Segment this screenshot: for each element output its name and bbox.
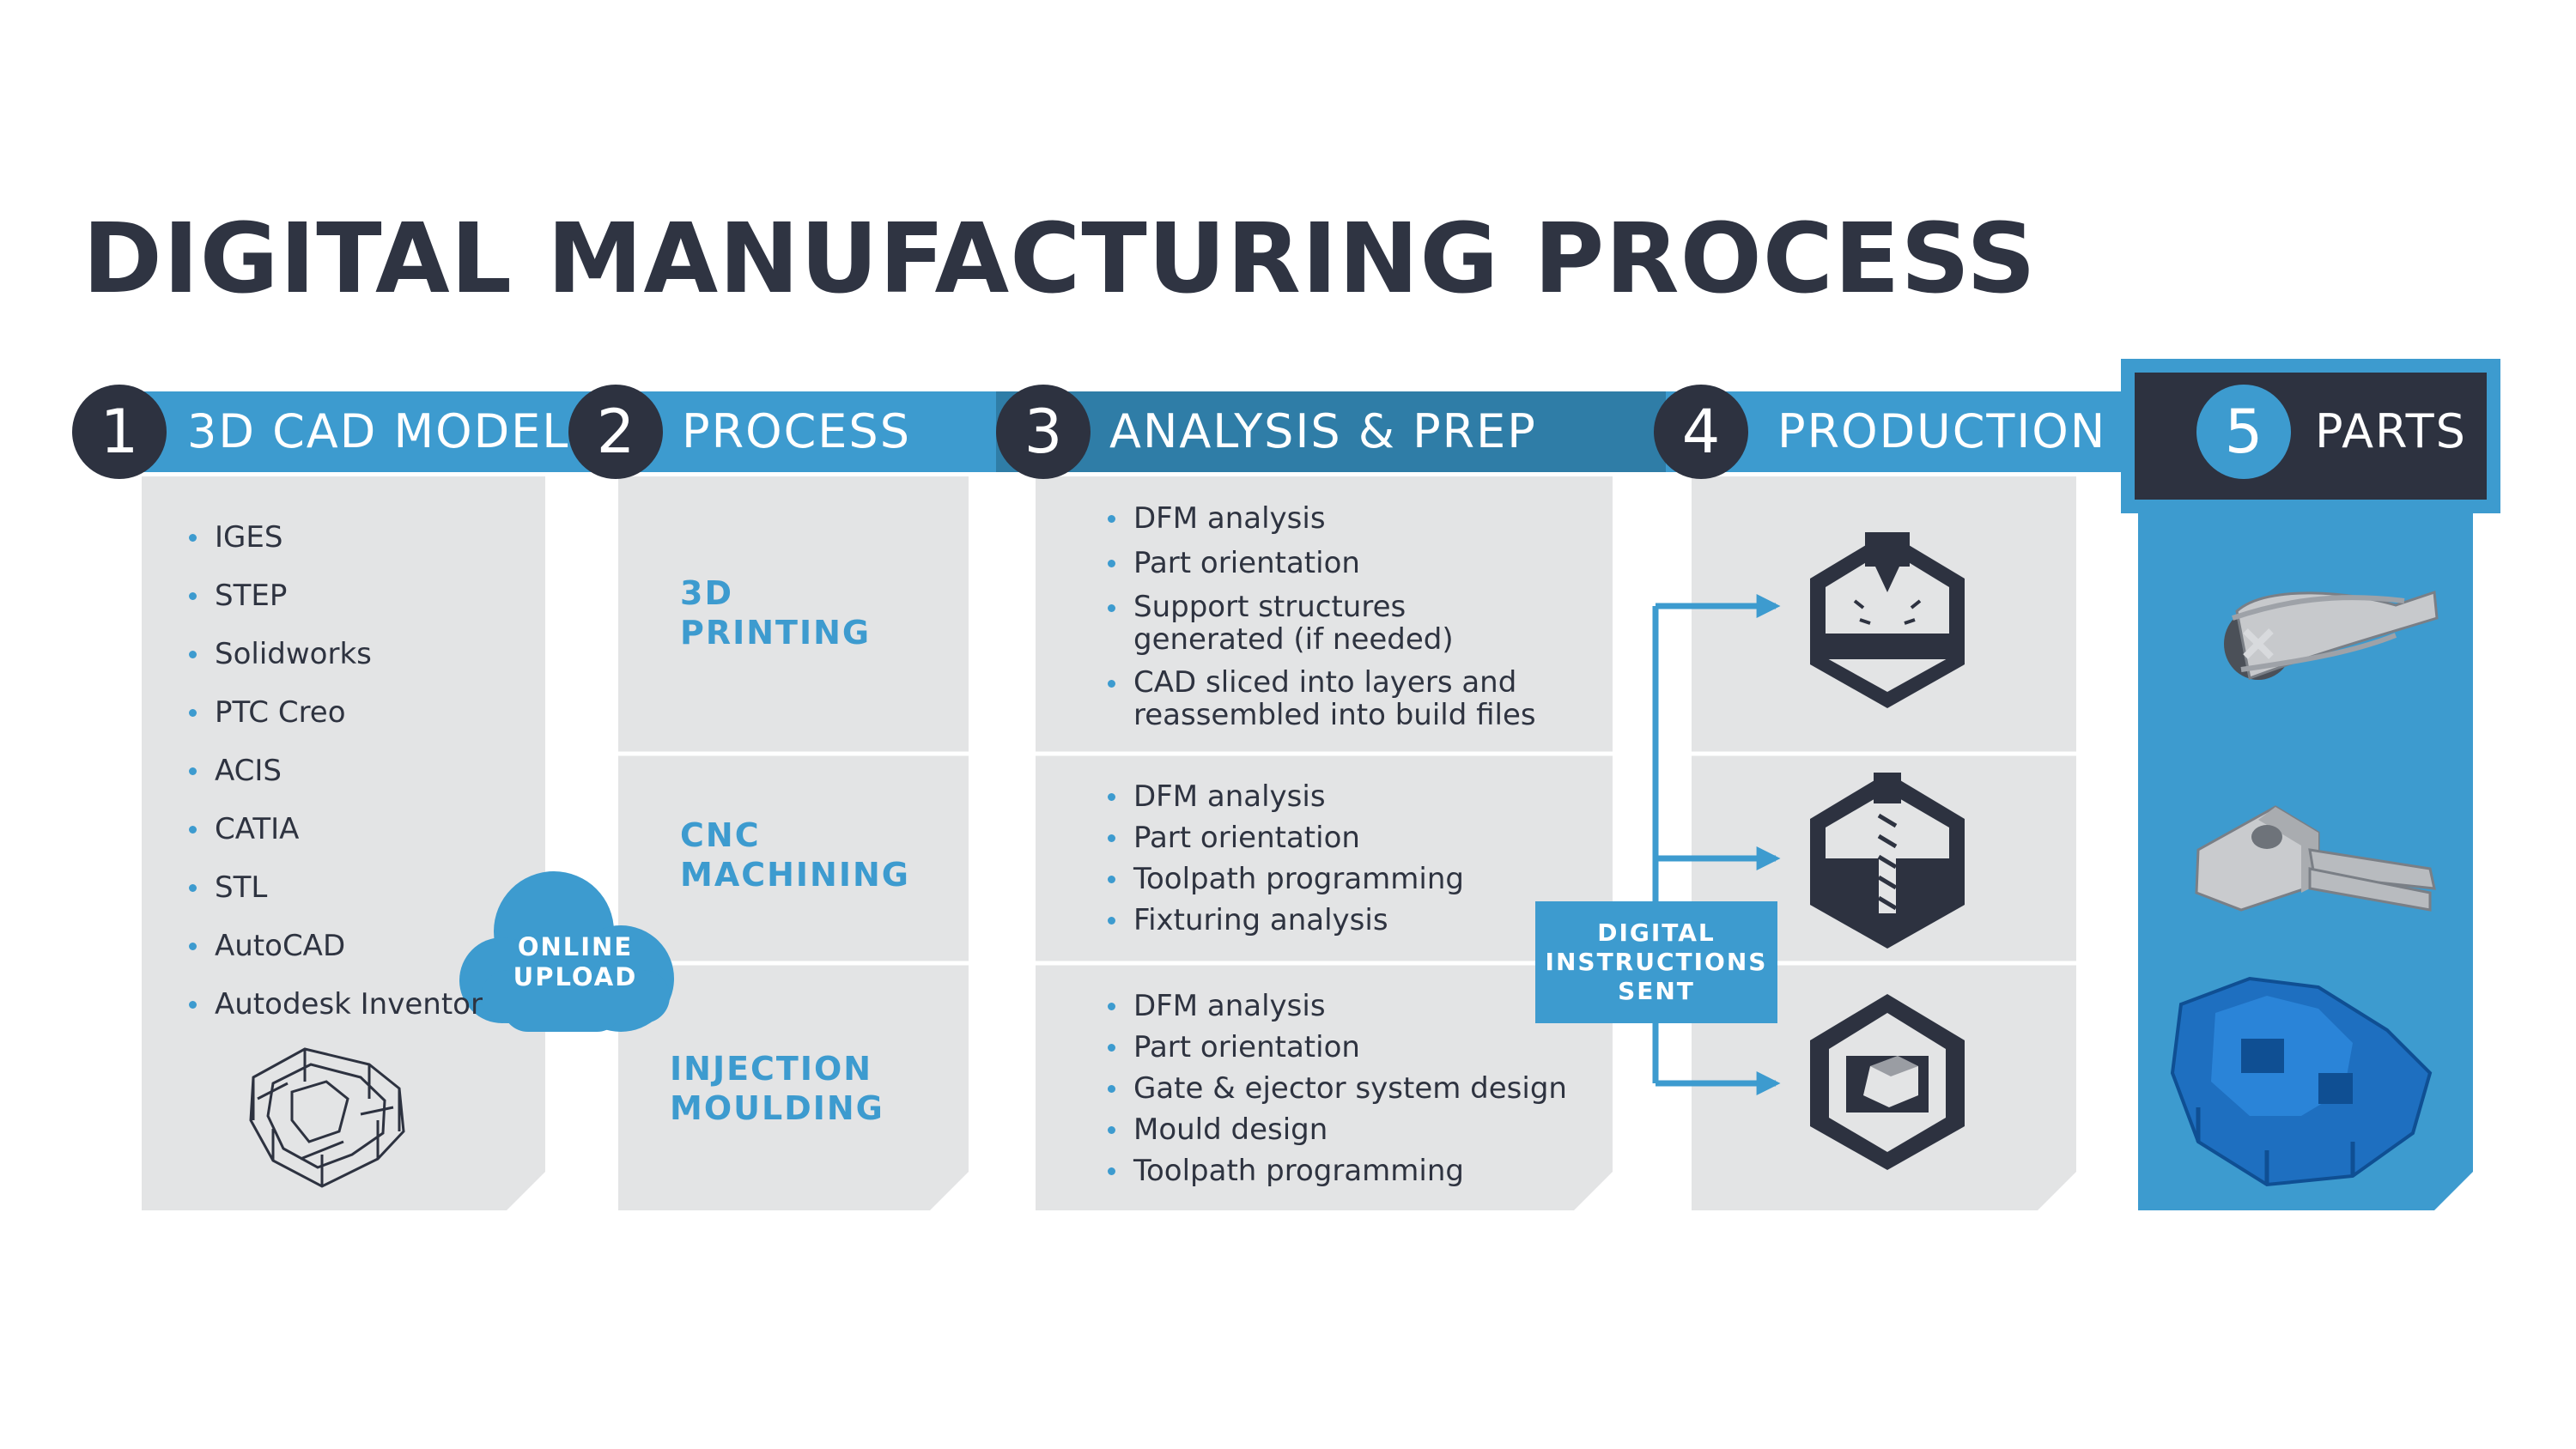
step-4-title: PRODUCTION — [1777, 404, 2107, 458]
analysis-item: DFM analysis — [1108, 989, 1567, 1023]
analysis-item: Fixturing analysis — [1108, 903, 1464, 937]
header-band-production — [1666, 391, 2160, 472]
cad-format-item: IGES — [189, 520, 483, 555]
step-3-number: 3 — [996, 385, 1091, 479]
cad-format-item: PTC Creo — [189, 695, 483, 730]
step-4-number: 4 — [1654, 385, 1748, 479]
step-2-number: 2 — [568, 385, 663, 479]
cad-format-list: IGES STEP Solidworks PTC Creo ACIS CATIA… — [189, 520, 483, 1046]
parts-header-box — [2135, 373, 2487, 500]
analysis-item: Toolpath programming — [1108, 1154, 1567, 1188]
analysis-item: DFM analysis — [1108, 779, 1464, 814]
analysis-item: Part orientation — [1108, 821, 1464, 855]
wireframe-cad-part-icon — [249, 1047, 405, 1188]
moulded-part-icon — [2170, 976, 2433, 1187]
page-title: DIGITAL MANUFACTURING PROCESS — [82, 203, 2037, 315]
cad-format-item: Autodesk Inventor — [189, 987, 483, 1022]
cad-format-item: Solidworks — [189, 637, 483, 671]
process-3d-printing: 3D PRINTING — [680, 574, 872, 652]
injection-mould-hexagon-icon — [1810, 994, 1965, 1170]
cnc-drill-hexagon-icon — [1810, 773, 1965, 949]
process-panel — [618, 476, 969, 1210]
digital-instructions-box — [1535, 901, 1777, 1023]
analysis-item: CAD sliced into layers and reassembled i… — [1108, 666, 1536, 731]
analysis-list-3d-printing: DFM analysis Part orientation Support st… — [1108, 501, 1536, 731]
step-5-title: PARTS — [2315, 404, 2467, 458]
analysis-list-moulding: DFM analysis Part orientation Gate & eje… — [1108, 989, 1567, 1188]
analysis-item: Support structures generated (if needed) — [1108, 591, 1536, 656]
cad-format-item: ACIS — [189, 754, 483, 788]
machined-part-icon — [2195, 805, 2436, 912]
step-2-title: PROCESS — [682, 404, 911, 458]
cad-format-item: AutoCAD — [189, 929, 483, 963]
cad-panel — [142, 476, 545, 1210]
header-band-analysis — [996, 391, 1690, 472]
analysis-list-cnc: DFM analysis Part orientation Toolpath p… — [1108, 779, 1464, 937]
analysis-panel — [1036, 476, 1613, 1210]
digital-instructions-label: DIGITAL INSTRUCTIONS SENT — [1545, 919, 1768, 1005]
analysis-item: Part orientation — [1108, 1030, 1567, 1064]
analysis-item: DFM analysis — [1108, 501, 1536, 536]
analysis-item: Part orientation — [1108, 546, 1536, 580]
cad-format-item: STEP — [189, 579, 483, 613]
step-5-number: 5 — [2196, 385, 2291, 479]
cloud-icon — [459, 871, 674, 1032]
step-1-number: 1 — [72, 385, 167, 479]
online-upload-label: ONLINE UPLOAD — [513, 932, 638, 991]
cad-format-item: CATIA — [189, 812, 483, 846]
process-cnc-machining: CNC MACHINING — [680, 816, 910, 894]
step-3-title: ANALYSIS & PREP — [1109, 404, 1537, 458]
process-injection-moulding: INJECTION MOULDING — [670, 1050, 884, 1127]
analysis-item: Mould design — [1108, 1113, 1567, 1147]
cad-format-item: STL — [189, 870, 483, 905]
header-band-left — [103, 391, 996, 472]
analysis-item: Gate & ejector system design — [1108, 1071, 1567, 1106]
step-1-title: 3D CAD MODEL — [187, 404, 570, 458]
3d-printer-hexagon-icon — [1810, 532, 1965, 708]
3d-printed-part-icon — [2224, 590, 2439, 681]
analysis-item: Toolpath programming — [1108, 862, 1464, 896]
